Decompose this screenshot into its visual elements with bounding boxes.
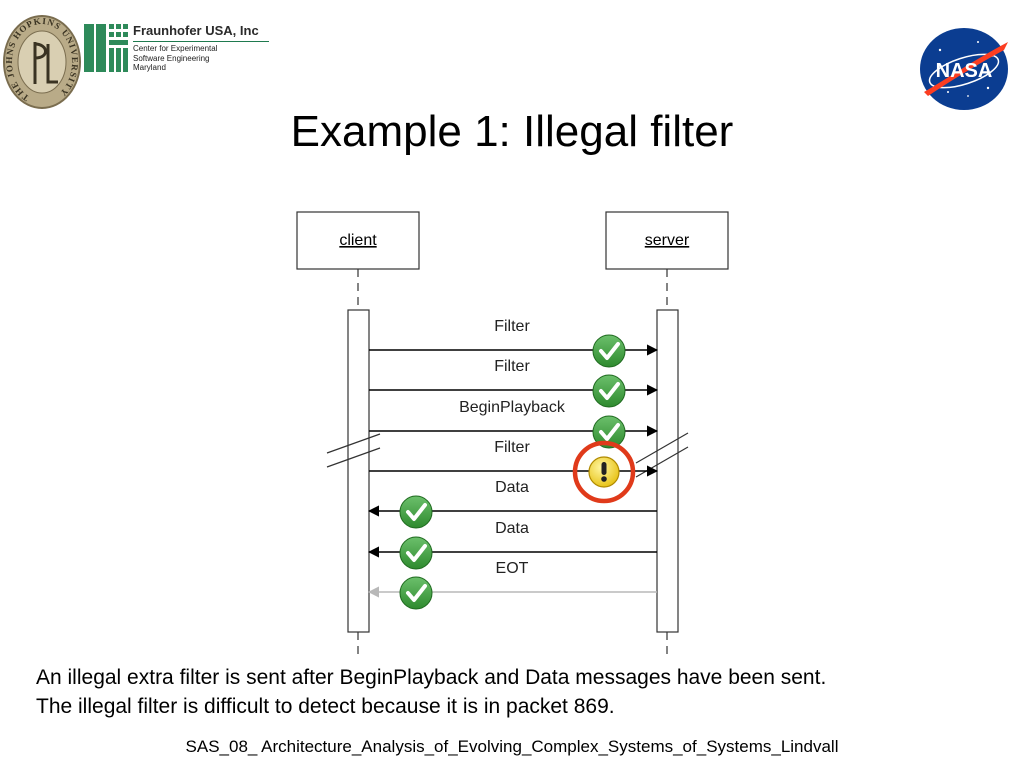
message-5: Data [367, 479, 657, 529]
fraunhofer-subtitle-line: Maryland [133, 63, 166, 72]
activation-client [347, 309, 370, 633]
time-break-left [326, 433, 381, 468]
lifeline-server: server [605, 211, 729, 660]
check-icon [592, 374, 626, 408]
message-6: Data [367, 520, 657, 570]
check-icon [592, 415, 626, 449]
check-icon [399, 495, 433, 529]
message-label: Filter [494, 358, 530, 375]
fraunhofer-divider [133, 41, 269, 42]
slide-title: Example 1: Illegal filter [290, 107, 734, 156]
body-line: An illegal extra filter is sent after Be… [36, 666, 827, 689]
message-7: EOT [367, 560, 657, 610]
fraunhofer-logo: Fraunhofer USA, Inc Center for Experimen… [84, 22, 274, 78]
message-label: Filter [494, 318, 530, 335]
fraunhofer-subtitle: Center for Experimental Software Enginee… [133, 44, 217, 73]
message-label: BeginPlayback [459, 399, 566, 416]
check-icon [399, 536, 433, 570]
message-label: Filter [494, 439, 530, 456]
nasa-logo: NASA [920, 28, 1008, 110]
message-list: FilterFilterBeginPlaybackFilterDataDataE… [367, 318, 659, 610]
message-4: Filter [369, 439, 659, 504]
jhu-logo: THE JOHNS HOPKINS UNIVERSITY [3, 15, 81, 109]
lifeline-client-box [296, 211, 420, 270]
fraunhofer-subtitle-line: Software Engineering [133, 53, 210, 63]
nasa-logo-text: NASA [936, 60, 993, 82]
message-2: Filter [369, 358, 659, 408]
message-1: Filter [369, 318, 659, 368]
lifeline-server-box [605, 211, 729, 270]
warning-icon [588, 456, 620, 488]
check-icon [592, 334, 626, 368]
message-label: EOT [496, 560, 529, 577]
nasa-vector-icon [924, 42, 1008, 96]
body-line: The illegal filter is difficult to detec… [36, 695, 615, 718]
message-label: Data [495, 479, 529, 496]
lifeline-server-label: server [645, 232, 690, 249]
highlight-ring [572, 440, 636, 504]
check-icon [399, 576, 433, 610]
fraunhofer-name: Fraunhofer USA, Inc [133, 23, 259, 38]
fraunhofer-grid-icon [84, 24, 128, 72]
fraunhofer-subtitle-line: Center for Experimental [133, 44, 218, 53]
slide-footer: SAS_08_ Architecture_Analysis_of_Evolvin… [185, 737, 839, 756]
time-break-right [635, 432, 689, 478]
message-label: Data [495, 520, 529, 537]
slide-body: An illegal extra filter is sent after Be… [36, 663, 1016, 721]
activation-server [656, 309, 679, 633]
message-3: BeginPlayback [369, 399, 659, 449]
lifeline-client-label: client [339, 232, 377, 249]
jhu-monogram-icon [33, 42, 58, 84]
